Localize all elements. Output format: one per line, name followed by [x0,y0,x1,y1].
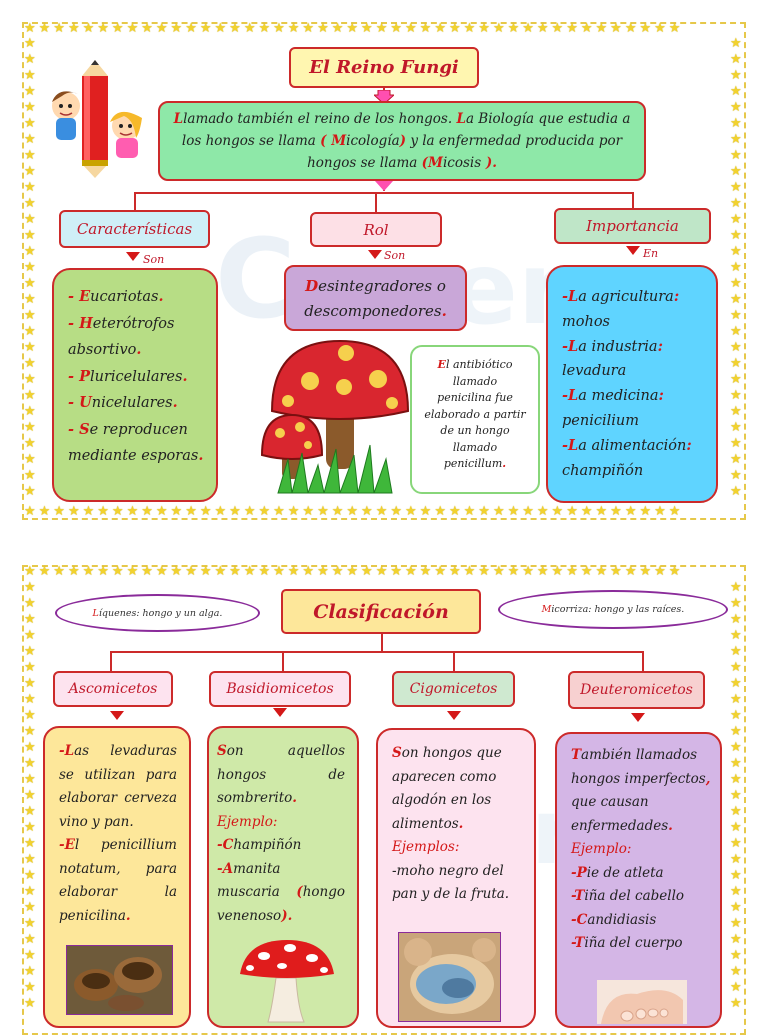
intro-box: Llamado también el reino de los hongos. … [158,101,646,181]
importancia-item: -La alimentación:champiñón [562,436,692,479]
importancia-item: -La industria:levadura [562,337,663,380]
moldy-bread-photo [398,932,501,1022]
cigo-intro: Son hongos que aparecen como algodón en … [392,745,502,832]
cat3-arrow-icon [626,246,640,255]
cigo-item: -moho negro del pan y de la fruta. [392,862,510,903]
kids-pencil-illustration [52,60,142,178]
category-importancia: Importancia [554,208,711,244]
top-panel [22,22,746,520]
title-arrow-icon [374,90,394,104]
ascomycete-photo [66,945,173,1015]
group2-arrow-icon [273,708,287,717]
page-title: El Reino Fungi [289,47,479,88]
carac-item: - Heterótrofos absortivo. [68,314,175,359]
foot-photo [597,980,687,1024]
bottom-star-border-right: ★ ★ ★ ★ ★ ★ ★ ★ ★ ★ ★ ★ ★ ★ ★ ★ ★ ★ ★ ★ … [730,580,742,1011]
basidio-ejemplo-label: Ejemplo: [217,813,278,830]
deuteromicetos-box: También llamados hongos imperfectos, que… [555,732,722,1028]
importancia-item: -La agricultura:mohos [562,288,680,330]
clasif-down-connector [381,634,383,652]
intro-arrow-icon [375,181,393,191]
asco-item: -Las levaduras se utilizan para elaborar… [59,743,177,830]
group-cigomicetos: Cigomicetos [392,671,515,707]
deutero-item: -Tiña del cabello [571,888,685,904]
group-ascomicetos: Ascomicetos [53,671,173,707]
asco-item: -El penicillium notatum, para elaborar l… [59,837,177,924]
group4-arrow-icon [631,713,645,722]
basidio-item: -Champiñón [217,837,302,853]
cat3-connector-label: En [643,247,659,260]
antibiotico-box: El antibiótico llamado penicilina fue el… [410,345,540,494]
group3-arrow-icon [447,711,461,720]
carac-item: - Pluricelulares. [68,367,188,385]
cat2-connector [375,192,377,212]
group3-connector [453,651,455,671]
categories-h-connector [134,192,634,194]
basidio-intro: Son aquellos hongos de sombrerito. [217,743,345,806]
rol-box: Desintegradores o descomponedores. [284,265,467,331]
carac-item: - Eucariotas. [68,288,164,305]
category-rol: Rol [310,212,442,247]
deutero-item: -Pie de atleta [571,864,664,881]
clasificacion-title: Clasificación [281,589,481,634]
carac-item: - Unicelulares. [68,394,178,411]
group4-connector [642,651,644,671]
deutero-item: -Candidiasis [571,911,657,928]
cat2-arrow-icon [368,250,382,259]
group-deuteromicetos: Deuteromicetos [568,671,705,709]
top-star-border-top: ★★★★★★★★★★★★★★★★★★★★★★★★★★★★★★★★★★★★★★★★… [24,22,684,36]
group1-arrow-icon [110,711,124,720]
cat2-connector-label: Son [384,249,406,262]
watermark-top: C [215,215,296,343]
cat3-connector [632,192,634,208]
top-star-border-left: ★ ★ ★ ★ ★ ★ ★ ★ ★ ★ ★ ★ ★ ★ ★ ★ ★ ★ ★ ★ … [24,36,36,499]
group2-connector [282,651,284,671]
mushrooms-illustration [260,339,410,494]
deutero-item: -Tiña del cuerpo [571,935,683,951]
top-star-border-bottom: ★★★★★★★★★★★★★★★★★★★★★★★★★★★★★★★★★★★★★★★★… [24,505,684,519]
deutero-ejemplo-label: Ejemplo: [571,841,632,857]
category-caracteristicas: Características [59,210,210,248]
cat1-connector [134,192,136,210]
amanita-mushroom-illustration [240,940,334,1023]
basidio-item: -Amanita muscaria (hongo venenoso). [217,860,345,924]
group-basidiomicetos: Basidiomicetos [209,671,351,707]
importancia-box: -La agricultura:mohos -La industria:leva… [546,265,718,503]
caracteristicas-box: - Eucariotas. - Heterótrofos absortivo. … [52,268,218,502]
top-star-border-right: ★ ★ ★ ★ ★ ★ ★ ★ ★ ★ ★ ★ ★ ★ ★ ★ ★ ★ ★ ★ … [730,36,742,499]
bottom-star-border-left: ★ ★ ★ ★ ★ ★ ★ ★ ★ ★ ★ ★ ★ ★ ★ ★ ★ ★ ★ ★ … [24,580,36,1011]
bottom-star-border-top: ★★★★★★★★★★★★★★★★★★★★★★★★★★★★★★★★★★★★★★★★… [24,565,684,579]
group1-connector [110,651,112,671]
cat1-connector-label: Son [143,253,165,266]
carac-item: - Se reproducen mediante esporas. [68,420,204,465]
importancia-item: -La medicina:penicilium [562,387,664,429]
groups-h-connector [110,651,644,653]
cigo-ejemplo-label: Ejemplos: [392,839,460,855]
cat1-arrow-icon [126,252,140,261]
deutero-intro: También llamados hongos imperfectos, que… [571,747,711,834]
